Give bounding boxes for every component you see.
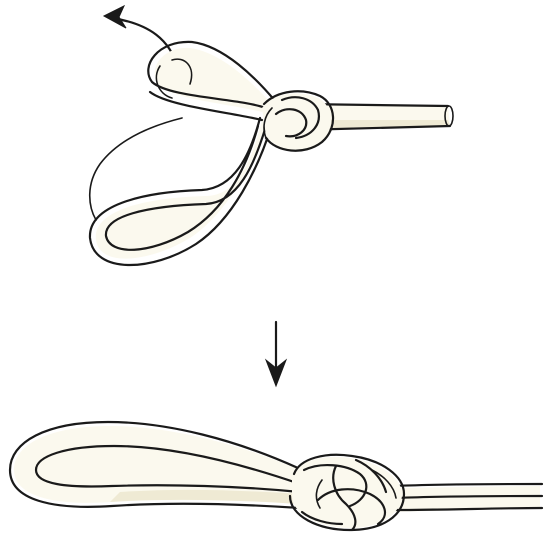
rope-finished-loop (10, 422, 300, 508)
rope-upper-loop (148, 42, 276, 120)
rope-finished-tails (392, 484, 542, 512)
knot-wraps-top (262, 91, 333, 150)
figure-eight-knot (290, 455, 404, 530)
rope-lower-bight (90, 118, 272, 265)
bottom-knot-stage (10, 422, 542, 530)
down-arrow-icon (266, 322, 286, 386)
top-knot-stage (90, 6, 453, 265)
